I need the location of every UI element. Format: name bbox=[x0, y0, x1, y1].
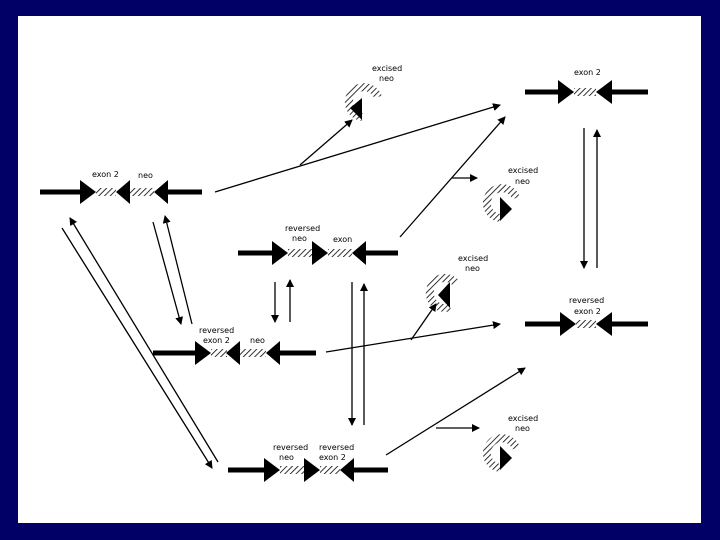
arrow-c-to-b bbox=[399, 116, 506, 238]
excised-neo-bottom: excised neo bbox=[482, 414, 538, 472]
construct-reversed-exon2-right: reversed exon 2 bbox=[525, 296, 648, 336]
lox-site-triangle bbox=[272, 241, 288, 265]
reversed-exon2-label-line2: exon 2 bbox=[203, 336, 230, 345]
excised-neo-right: excised neo bbox=[482, 166, 538, 222]
exon2-label: exon 2 bbox=[574, 68, 601, 77]
arrow-excise-middle bbox=[410, 303, 437, 341]
excised-label-line2: neo bbox=[515, 424, 530, 433]
lox-site-triangle bbox=[340, 458, 354, 482]
neo-label: neo bbox=[138, 171, 153, 180]
construct-exon2-top-right: exon 2 bbox=[525, 68, 648, 104]
neo-segment bbox=[130, 188, 154, 196]
excised-label-line1: excised bbox=[508, 414, 538, 423]
lox-site-triangle bbox=[264, 458, 280, 482]
excised-label-line1: excised bbox=[372, 64, 402, 73]
reversed-exon2-label-line1: reversed bbox=[569, 296, 604, 305]
lox-site-triangle bbox=[304, 458, 320, 482]
reversed-neo-label-line2: neo bbox=[292, 234, 307, 243]
transition-arrows bbox=[61, 103, 601, 469]
construct-reversed-exon2-neo: reversed exon 2 neo bbox=[153, 326, 316, 365]
reversed-exon2-label-line1: reversed bbox=[199, 326, 234, 335]
reversed-exon2-label-line1: reversed bbox=[319, 443, 354, 452]
exon2-label: exon 2 bbox=[92, 170, 119, 179]
excised-neo-middle: excised neo bbox=[425, 254, 488, 312]
lox-site-triangle bbox=[80, 180, 96, 204]
reversed-neo-label-line1: reversed bbox=[285, 224, 320, 233]
arrow-f-to-e bbox=[385, 367, 526, 456]
arrow-f-to-a bbox=[69, 217, 219, 463]
lox-site-triangle bbox=[558, 80, 574, 104]
excised-neo-circle bbox=[425, 273, 459, 312]
lox-site-triangle bbox=[352, 241, 366, 265]
arrow-a-to-d bbox=[152, 221, 184, 325]
excised-label-line2: neo bbox=[379, 74, 394, 83]
lox-site-triangle bbox=[438, 282, 450, 308]
excised-label-line2: neo bbox=[515, 177, 530, 186]
reversed-neo-segment bbox=[280, 466, 304, 474]
lox-site-triangle bbox=[226, 341, 240, 365]
arrow-a-to-f bbox=[61, 227, 213, 469]
excised-label-line1: excised bbox=[508, 166, 538, 175]
exon2-segment bbox=[96, 188, 116, 196]
arrow-d-to-a bbox=[162, 215, 193, 325]
lox-site-triangle bbox=[154, 180, 168, 204]
reversed-exon2-label-line2: exon 2 bbox=[574, 307, 601, 316]
construct-exon2-neo: exon 2 neo bbox=[40, 170, 202, 204]
arrow-excise-top bbox=[299, 119, 353, 166]
construct-reversed-neo-exon: reversed neo exon bbox=[238, 224, 398, 265]
reversed-exon2-segment bbox=[211, 349, 227, 357]
construct-reversed-neo-reversed-exon2: reversed neo reversed exon 2 bbox=[228, 443, 388, 482]
lox-site-triangle bbox=[312, 241, 328, 265]
exon-label: exon bbox=[333, 235, 352, 244]
exon2-segment bbox=[574, 88, 596, 96]
reversed-exon2-label-line2: exon 2 bbox=[319, 453, 346, 462]
lox-site-triangle bbox=[116, 180, 130, 204]
reversed-neo-label-line2: neo bbox=[279, 453, 294, 462]
reversed-exon2-segment bbox=[320, 466, 340, 474]
lox-site-triangle bbox=[596, 312, 612, 336]
reversed-neo-segment bbox=[288, 249, 312, 257]
reversed-neo-label-line1: reversed bbox=[273, 443, 308, 452]
lox-site-triangle bbox=[500, 197, 512, 221]
lox-site-triangle bbox=[195, 341, 211, 365]
excised-neo-circle bbox=[344, 83, 382, 121]
reversed-exon2-segment bbox=[576, 320, 596, 328]
excised-label-line1: excised bbox=[458, 254, 488, 263]
lox-site-triangle bbox=[500, 446, 512, 470]
arrow-a-to-b bbox=[214, 103, 501, 193]
lox-site-triangle bbox=[266, 341, 280, 365]
neo-label: neo bbox=[250, 336, 265, 345]
exon-segment bbox=[328, 249, 352, 257]
lox-site-triangle bbox=[596, 80, 612, 104]
neo-segment bbox=[240, 349, 266, 357]
excised-label-line2: neo bbox=[465, 264, 480, 273]
excised-neo-circle bbox=[482, 434, 520, 472]
excised-neo-top: excised neo bbox=[344, 64, 402, 121]
excised-neo-circle bbox=[482, 184, 520, 222]
lox-site-triangle bbox=[560, 312, 576, 336]
lox-site-triangle bbox=[350, 98, 362, 120]
